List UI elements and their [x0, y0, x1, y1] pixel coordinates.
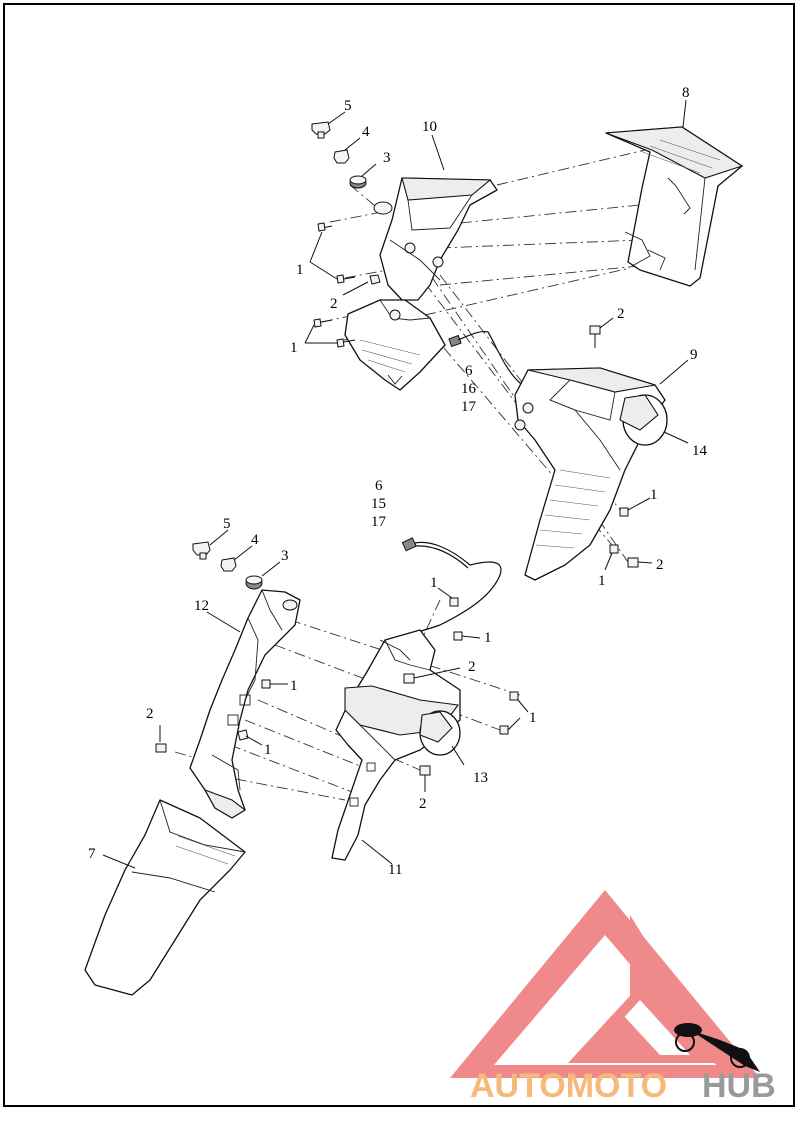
part-5-screw-upper [311, 121, 331, 135]
callout-1-lower-e: 1 [264, 742, 272, 758]
wire-harness-lower [391, 537, 502, 639]
callout-labels: 5 4 3 10 8 1 2 1 2 9 6 16 17 14 1 6 15 1… [88, 85, 708, 878]
part-4-nut-lower [220, 557, 237, 572]
callout-11: 11 [388, 862, 402, 878]
motorcycle-rider-icon [674, 1023, 760, 1072]
watermark-text-hub: HUB [702, 1067, 776, 1105]
part-8-upper-cover [605, 126, 744, 287]
callout-2-upper-b: 2 [617, 306, 625, 322]
callout-7: 7 [88, 846, 96, 862]
callout-17-upper: 17 [461, 399, 477, 415]
callout-6-upper: 6 [465, 363, 473, 379]
screw-2-lower-b [403, 667, 461, 684]
callout-1-right: 1 [650, 487, 658, 503]
screw-1-right-a [619, 507, 629, 517]
screw-1-lower-d [453, 631, 481, 641]
screw-1-lower-a [261, 679, 271, 689]
screws-lower-center [403, 597, 529, 792]
screw-2-upper-a [369, 274, 381, 285]
screws-right [609, 507, 653, 568]
screw-1-upper-c [313, 318, 333, 328]
screw-2-lower-c [419, 765, 431, 792]
screw-1-upper-b [336, 274, 356, 284]
part-14-lens [619, 394, 668, 446]
callout-1-right-b: 1 [598, 573, 606, 589]
callout-3-lower: 3 [281, 548, 289, 564]
watermark-text-automoto: AUTOMOTO [470, 1067, 667, 1105]
wire-harness-upper [448, 330, 529, 385]
callout-16: 16 [461, 381, 477, 397]
callout-5-lower: 5 [223, 516, 231, 532]
part-7-lower-panel [84, 799, 246, 996]
callout-9: 9 [690, 347, 698, 363]
callout-2-right: 2 [656, 557, 664, 573]
screw-1-lower-b [237, 729, 249, 741]
screw-1-upper-a [317, 222, 333, 232]
callout-4-upper: 4 [362, 124, 370, 140]
part-12-lower-bracket [189, 589, 301, 819]
callout-2-lower-b: 2 [468, 659, 476, 675]
callout-3-upper: 3 [383, 150, 391, 166]
part-13-lens [419, 710, 461, 756]
hardware-stack-upper [311, 121, 367, 189]
callout-1-lower-b: 1 [484, 630, 492, 646]
callout-1-lower-d: 1 [529, 710, 537, 726]
callout-14: 14 [692, 443, 708, 459]
callout-1-upper-a: 1 [296, 262, 304, 278]
callout-2-upper-a: 2 [330, 296, 338, 312]
callout-17-lower: 17 [371, 514, 387, 530]
screw-1-lower-c [449, 597, 459, 607]
callout-1-upper-b: 1 [290, 340, 298, 356]
screws-upper [313, 222, 601, 348]
callout-2-lower-c: 2 [419, 796, 427, 812]
screw-2-upper-b [589, 325, 601, 348]
screw-1-lower-e [509, 691, 519, 701]
callout-5-upper: 5 [344, 98, 352, 114]
watermark-logo: AUTOMOTO HUB [450, 890, 776, 1105]
callout-10: 10 [422, 119, 437, 135]
callout-1-lower-a: 1 [430, 575, 438, 591]
callout-12: 12 [194, 598, 209, 614]
screw-1-right-b [609, 544, 619, 554]
part-4-nut-upper [333, 149, 350, 164]
screws-lower-left [155, 679, 271, 753]
part-10-upper-bracket [344, 177, 498, 391]
callout-13: 13 [473, 770, 488, 786]
callout-6-lower: 6 [375, 478, 383, 494]
callout-4-lower: 4 [251, 532, 259, 548]
screw-1-upper-d [336, 338, 356, 348]
callout-15: 15 [371, 496, 386, 512]
screw-2-lower-a [155, 725, 167, 753]
leader-lines [102, 99, 689, 869]
screw-2-right [627, 557, 653, 568]
diagram-border [3, 3, 795, 1107]
callout-2-lower-a: 2 [146, 706, 154, 722]
screw-1-lower-f [499, 725, 509, 735]
callout-8: 8 [682, 85, 690, 101]
callout-1-lower-c: 1 [290, 678, 298, 694]
hardware-stack-lower [192, 541, 263, 590]
